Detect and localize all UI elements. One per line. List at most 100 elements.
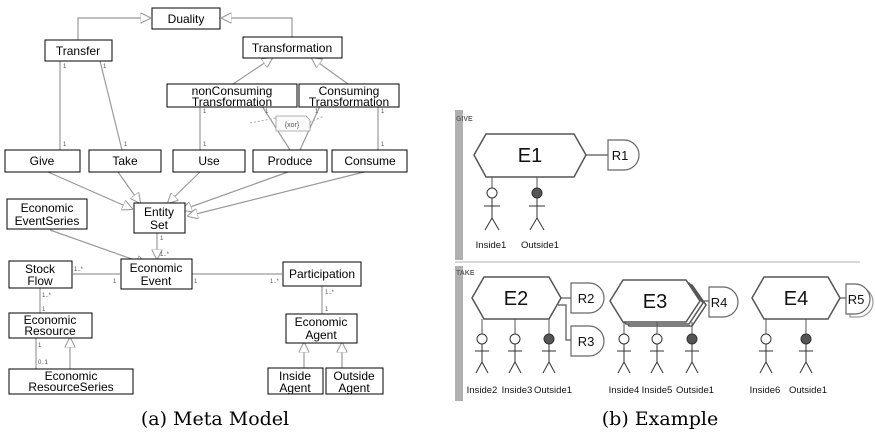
agent-outside1: Outside1 — [789, 385, 827, 396]
svg-text:1..*: 1..* — [160, 252, 170, 258]
svg-text:0..1: 0..1 — [38, 360, 49, 366]
svg-text:1..*: 1..* — [270, 279, 280, 285]
svg-text:Consume: Consume — [344, 154, 396, 168]
svg-text:Consuming: Consuming — [319, 84, 380, 98]
svg-text:Economic: Economic — [45, 369, 98, 383]
svg-text:Event: Event — [141, 274, 172, 288]
inside-port-icon — [476, 333, 488, 345]
svg-text:Economic: Economic — [295, 315, 348, 329]
svg-text:Economic: Economic — [24, 313, 77, 327]
class-nonconsuming-transformation: nonConsuming Transformation — [166, 83, 298, 109]
svg-text:1..*: 1..* — [74, 267, 84, 273]
resource-r5[interactable] — [845, 283, 871, 315]
class-outside-agent: Outside Agent — [325, 367, 384, 395]
actor-icon — [529, 198, 545, 231]
inside-port-icon — [618, 333, 630, 345]
actor-icon — [484, 198, 500, 231]
caption-meta-model: (a) Meta Model — [141, 408, 289, 430]
agent-inside4: Inside4 — [609, 385, 640, 396]
give-section-label: GIVE — [456, 116, 473, 123]
agent-inside1: Inside1 — [476, 240, 507, 251]
transformation-to-duality-line — [222, 18, 293, 37]
event-e3-hexagon[interactable] — [609, 279, 701, 323]
svg-text:1: 1 — [203, 142, 207, 148]
class-economic-resource-series: Economic ResourceSeries — [8, 368, 134, 395]
actor-icon — [650, 344, 664, 374]
resource-r1[interactable] — [607, 139, 640, 171]
svg-text:1..*: 1..* — [42, 293, 52, 299]
svg-text:Produce: Produce — [268, 154, 313, 168]
inside-port-icon — [760, 333, 772, 345]
svg-text:Transformation: Transformation — [192, 95, 272, 109]
agent-inside5: Inside5 — [642, 385, 673, 396]
actor-icon — [799, 344, 813, 374]
actor-icon — [617, 344, 631, 374]
svg-text:Economic: Economic — [130, 261, 183, 275]
svg-text:1: 1 — [38, 343, 42, 349]
svg-text:Agent: Agent — [338, 381, 370, 395]
class-give: Give — [4, 149, 81, 173]
event-e1-hexagon[interactable] — [473, 133, 587, 178]
svg-text:1..*: 1..* — [325, 290, 335, 296]
svg-text:1: 1 — [203, 109, 207, 115]
take-section-label: TAKE — [456, 270, 475, 277]
transfer-to-duality-line — [77, 18, 150, 40]
svg-text:R1: R1 — [612, 148, 629, 163]
svg-text:1: 1 — [42, 307, 46, 313]
svg-text:Stock: Stock — [25, 262, 56, 276]
agent-outside1: Outside1 — [676, 385, 714, 396]
svg-text:Economic: Economic — [21, 201, 74, 215]
svg-text:Transfer: Transfer — [56, 44, 100, 58]
svg-text:Set: Set — [150, 218, 169, 232]
event-e2-label: E2 — [504, 288, 528, 310]
svg-text:1: 1 — [381, 109, 385, 115]
svg-text:Flow: Flow — [27, 274, 53, 288]
resource-r4[interactable] — [708, 286, 739, 318]
caption-example: (b) Example — [602, 408, 718, 430]
svg-text:R2: R2 — [578, 291, 595, 306]
svg-text:Duality: Duality — [168, 12, 205, 26]
svg-text:R3: R3 — [578, 334, 595, 349]
consuming-to-transformation-line — [312, 58, 349, 85]
class-inside-agent: Inside Agent — [267, 367, 324, 395]
svg-text:Agent: Agent — [279, 381, 311, 395]
agent-outside1: Outside1 — [521, 240, 559, 251]
class-participation: Participation — [282, 261, 362, 287]
svg-text:1: 1 — [194, 279, 198, 285]
svg-text:Agent: Agent — [305, 328, 337, 342]
svg-text:1: 1 — [315, 109, 319, 115]
svg-text:1: 1 — [113, 279, 117, 285]
outside-port-icon — [800, 333, 812, 345]
class-economic-event-series: Economic EventSeries — [6, 198, 88, 230]
svg-text:Use: Use — [198, 154, 220, 168]
svg-text:Outside: Outside — [333, 369, 375, 383]
svg-text:nonConsuming: nonConsuming — [192, 84, 273, 98]
svg-text:Inside: Inside — [279, 369, 311, 383]
agent-inside6: Inside6 — [750, 385, 781, 396]
class-use: Use — [172, 149, 246, 173]
svg-text:R5: R5 — [848, 292, 865, 307]
class-produce: Produce — [252, 149, 328, 173]
inside-port-icon — [509, 333, 521, 345]
svg-text:R4: R4 — [711, 295, 728, 310]
agent-inside3: Inside3 — [502, 385, 533, 396]
example: GIVE TAKE E1 R1 Inside1 Outside1 E2 R2 R… — [455, 110, 874, 430]
xor-constraint-note — [275, 115, 311, 132]
class-transfer: Transfer — [44, 39, 113, 62]
outside-port-icon — [531, 187, 543, 199]
svg-text:Transformation: Transformation — [309, 95, 389, 109]
class-duality: Duality — [151, 7, 221, 30]
transfer-take-assoc — [99, 60, 123, 151]
resource-r3[interactable] — [570, 325, 605, 357]
svg-text:1: 1 — [325, 307, 329, 313]
class-economic-agent: Economic Agent — [285, 313, 358, 344]
agent-inside2: Inside2 — [467, 385, 498, 396]
svg-text:Transformation: Transformation — [252, 41, 332, 55]
class-consume: Consume — [331, 149, 408, 173]
event-e4-hexagon[interactable] — [751, 276, 841, 320]
resource-r2[interactable] — [570, 282, 605, 314]
nonconsuming-to-transformation-line — [232, 58, 272, 85]
actor-icon — [508, 344, 522, 374]
class-entity-set: Entity Set — [133, 202, 186, 234]
